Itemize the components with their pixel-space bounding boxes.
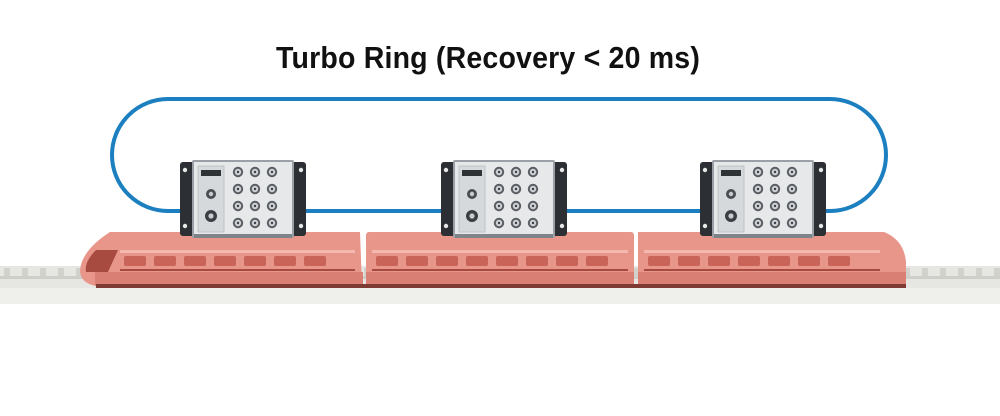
diagram-title: Turbo Ring (Recovery < 20 ms) [275,40,701,75]
switch-1 [180,160,306,238]
turbo-ring-loop [110,97,888,213]
switch-2 [441,160,567,238]
train [80,232,906,288]
switch-3 [700,160,826,238]
